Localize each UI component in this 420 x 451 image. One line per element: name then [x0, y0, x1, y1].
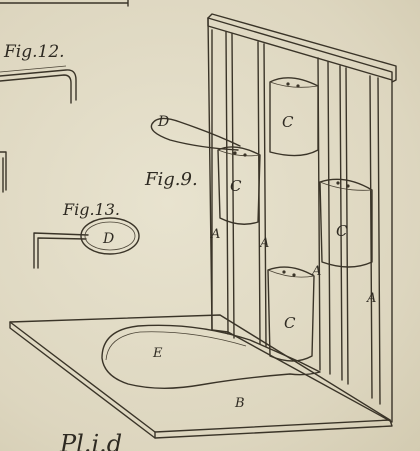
letter-a-4: A — [366, 291, 376, 306]
cup-bottom — [267, 266, 315, 362]
fig13-caption: Fig.13. — [62, 200, 120, 219]
cup-left — [217, 146, 261, 225]
tray-e-label: E — [152, 346, 163, 361]
bottom-script: Pl.i.d — [59, 430, 122, 451]
cup-bottom-label: C — [284, 314, 296, 332]
base-b-label: B — [234, 396, 245, 411]
cup-top — [269, 77, 319, 157]
back-wall — [207, 13, 397, 423]
tray-e — [101, 324, 321, 389]
letter-a-2: A — [259, 236, 269, 251]
fig12-fragment-hook — [0, 151, 7, 193]
cup-left-label: C — [230, 177, 242, 195]
fig12-caption: Fig.12. — [3, 42, 65, 62]
cup-right — [319, 178, 373, 268]
letter-a-3: A — [311, 264, 321, 279]
loop-d — [150, 117, 241, 151]
fig12-staple — [0, 65, 77, 104]
cup-top-label: C — [282, 113, 294, 131]
letter-a-1: A — [210, 227, 220, 242]
cup-right-label: C — [336, 222, 348, 240]
fig13-letter-d: D — [102, 231, 114, 247]
base-board — [9, 314, 393, 439]
fig9-letter-d: D — [157, 114, 169, 130]
frame-line — [0, 0, 129, 7]
fig13-ring-hook — [33, 217, 140, 269]
fig9-caption: Fig.9. — [144, 169, 198, 190]
